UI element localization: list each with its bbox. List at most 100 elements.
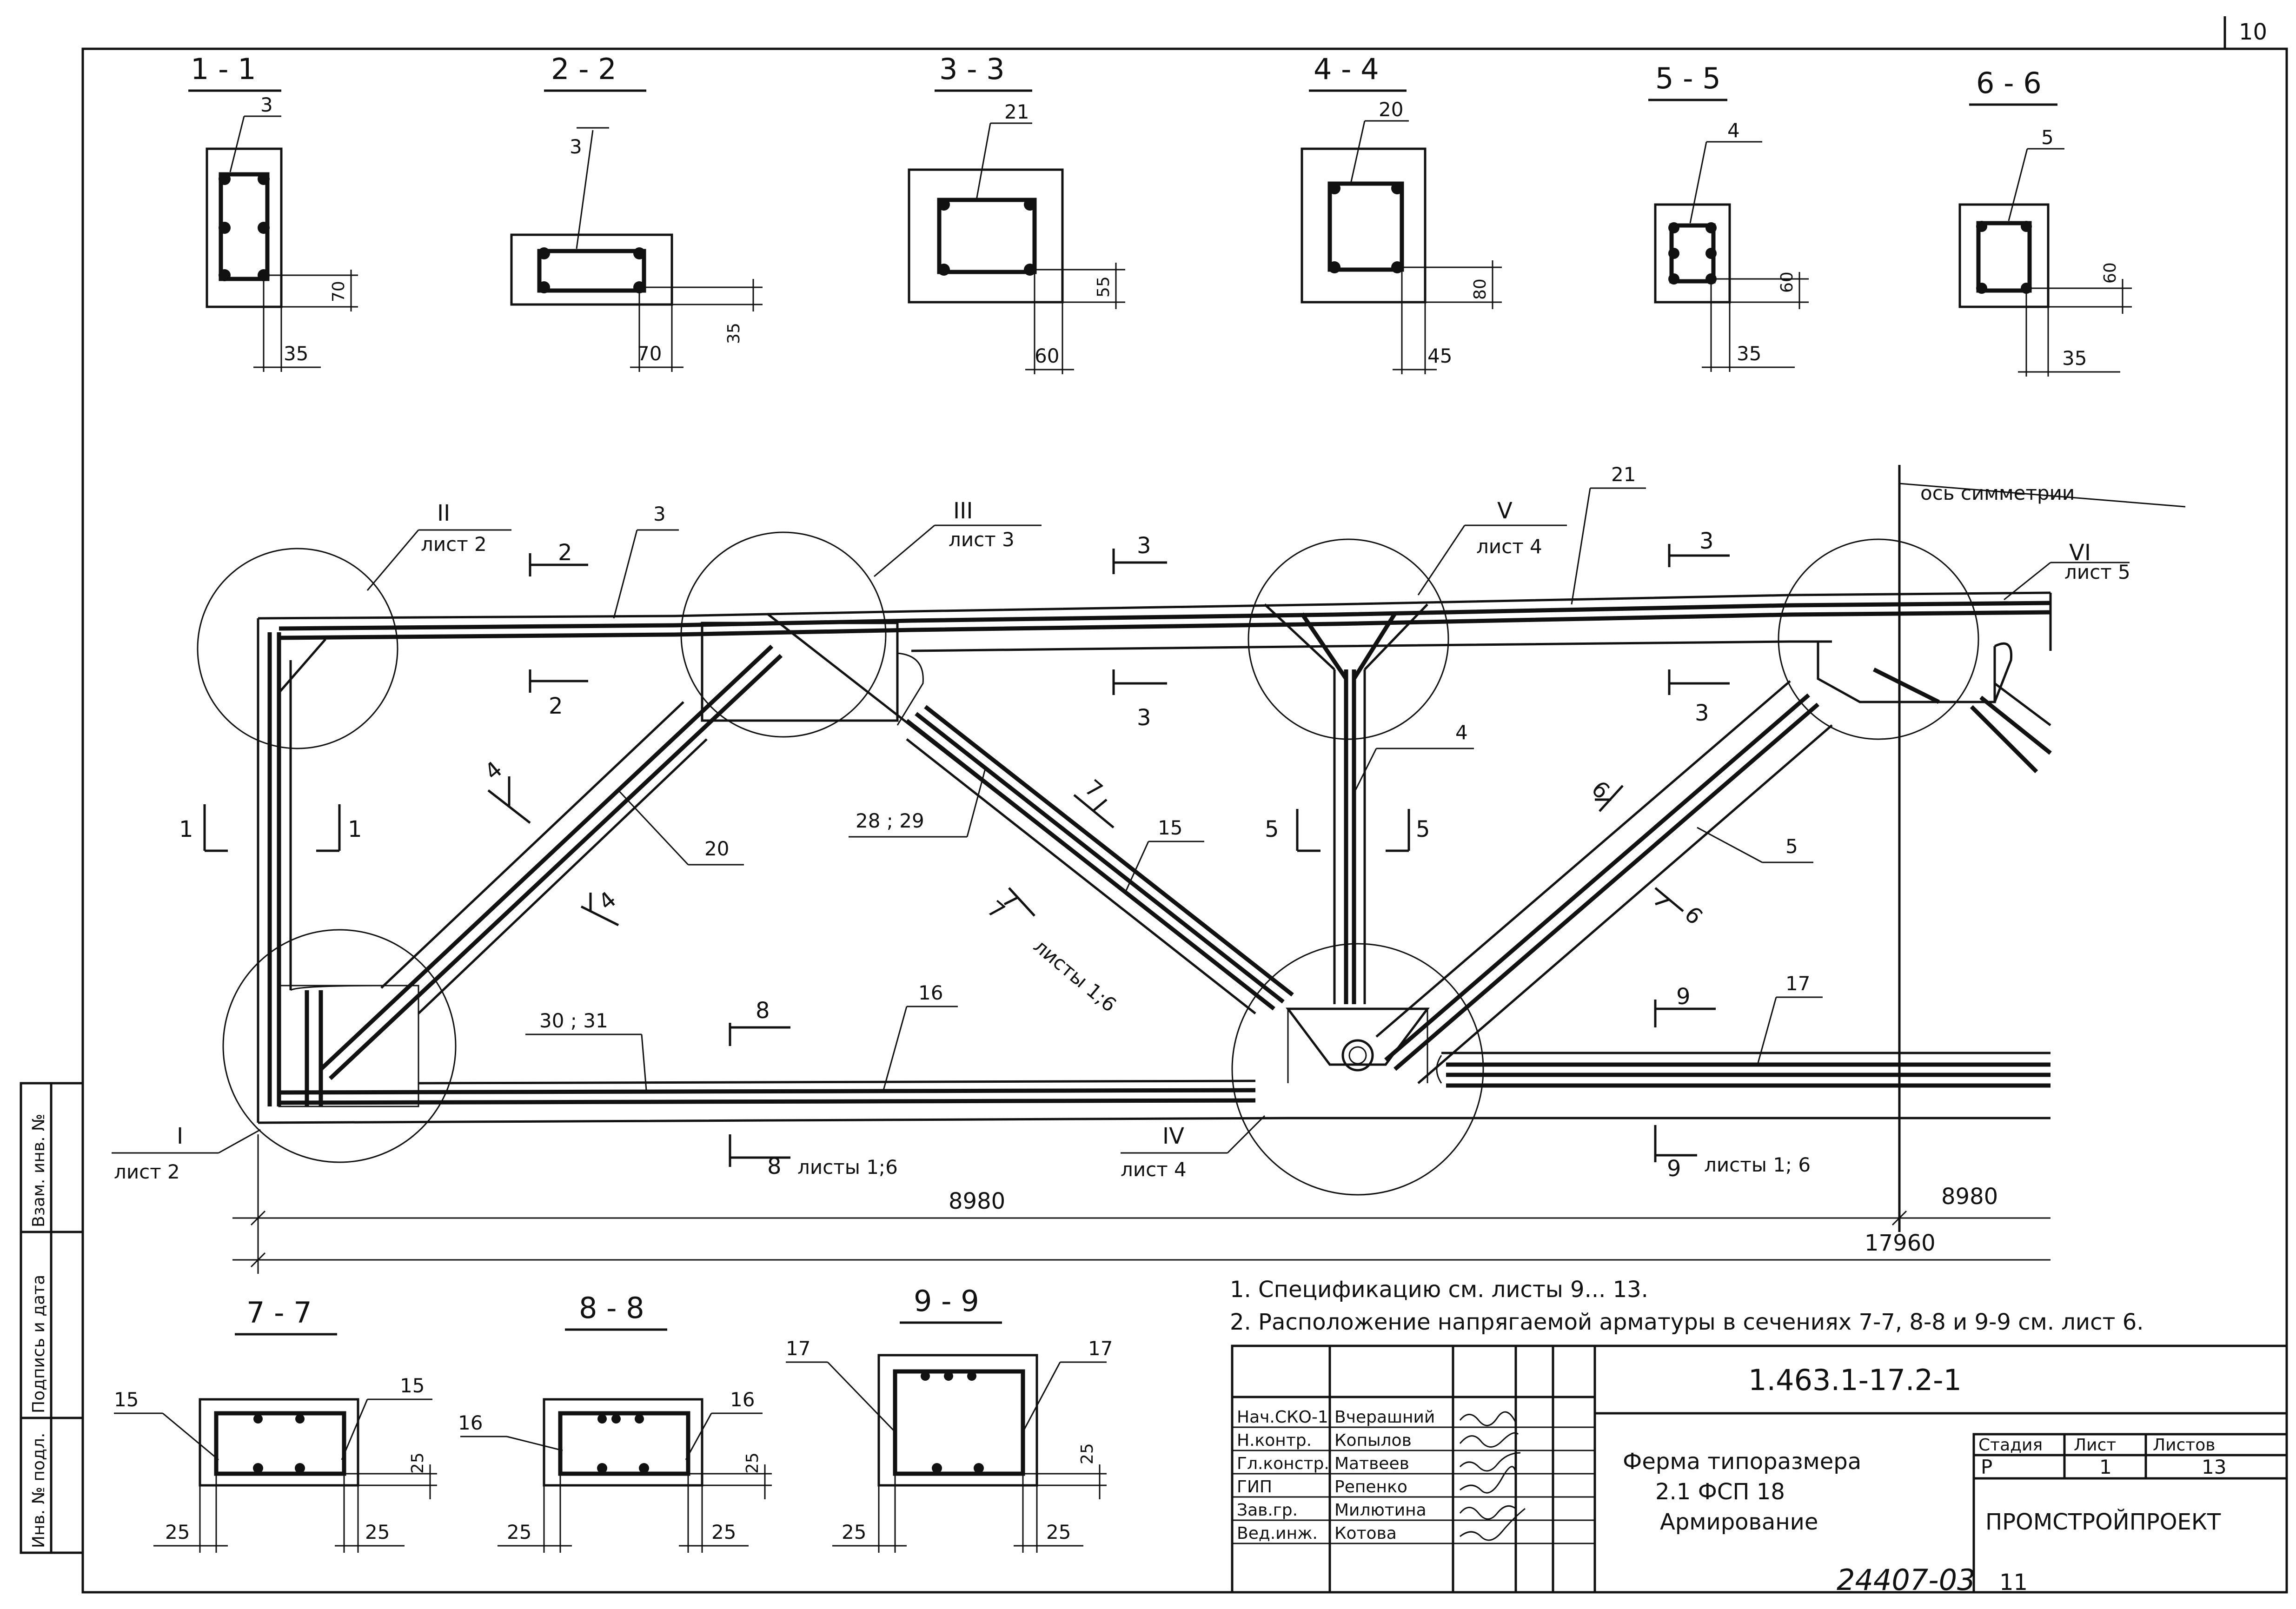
svg-text:16: 16 (918, 981, 943, 1004)
stamp-signature-date: Подпись и дата (29, 1275, 48, 1413)
node-callout-VI: VI лист 5 (2004, 540, 2130, 601)
svg-text:III: III (953, 498, 973, 524)
svg-text:4: 4 (480, 756, 507, 786)
role-3: ГИП (1237, 1477, 1272, 1496)
svg-text:II: II (437, 500, 450, 526)
svg-text:8: 8 (767, 1153, 782, 1179)
doc-code: 1.463.1-17.2-1 (1748, 1363, 1962, 1397)
section-title: 8 - 8 (579, 1291, 644, 1325)
section-title: 2 - 2 (551, 52, 617, 86)
section-3-3: 3 - 3 21 55 60 (908, 52, 1125, 374)
svg-text:6: 6 (1679, 901, 1708, 930)
section-1-1: 1 - 1 3 70 35 (188, 52, 358, 372)
name-0: Вчерашний (1334, 1408, 1435, 1427)
section-title: 9 - 9 (914, 1284, 979, 1318)
dim-right: 25 (1046, 1521, 1071, 1543)
svg-text:3: 3 (653, 503, 666, 525)
node-callout-I: I лист 2 (112, 1123, 261, 1183)
dim-vertical: 25 (408, 1452, 427, 1474)
dim-horizontal: 45 (1427, 344, 1452, 367)
svg-text:7: 7 (1080, 775, 1107, 804)
symmetry-axis-label: ось симметрии (1920, 482, 2075, 504)
svg-text:лист 2: лист 2 (421, 533, 487, 556)
svg-text:листы 1; 6: листы 1; 6 (1704, 1153, 1811, 1176)
section-title: 6 - 6 (1976, 66, 2042, 100)
title-line-1: Ферма типоразмера (1623, 1449, 1861, 1475)
svg-text:2: 2 (549, 693, 563, 719)
note-2: 2. Расположение напрягаемой арматуры в с… (1230, 1309, 2144, 1335)
role-1: Н.контр. (1237, 1431, 1312, 1450)
section-title: 1 - 1 (191, 52, 256, 86)
svg-text:лист 4: лист 4 (1476, 535, 1542, 558)
svg-text:VI: VI (2069, 540, 2091, 566)
dim-right-span: 8980 (1941, 1184, 1998, 1210)
sheet-value: 1 (2099, 1456, 2112, 1478)
dim-left: 25 (842, 1521, 866, 1543)
svg-text:IV: IV (1162, 1123, 1184, 1149)
node-circle-III (680, 531, 887, 738)
rebar-mark-right: 16 (730, 1388, 755, 1411)
svg-text:7: 7 (982, 895, 1009, 925)
sheets-value: 13 (2202, 1456, 2226, 1478)
svg-text:1: 1 (179, 816, 193, 842)
name-1: Копылов (1334, 1431, 1412, 1450)
svg-text:лист 4: лист 4 (1121, 1158, 1187, 1181)
sheet-header: Лист (2074, 1436, 2116, 1455)
node-callout-V: V лист 4 (1417, 498, 1567, 596)
node-callout-II: II лист 2 (366, 500, 511, 591)
section-title: 5 - 5 (1655, 61, 1721, 95)
name-4: Милютина (1334, 1501, 1427, 1520)
note-1: 1. Спецификацию см. листы 9... 13. (1230, 1277, 1648, 1303)
rebar-mark: 3 (260, 93, 273, 116)
dim-vertical: 60 (1778, 271, 1797, 293)
rebar-mark: 20 (1379, 98, 1403, 121)
node-callout-IV: IV лист 4 (1121, 1115, 1266, 1181)
rebar-mark-left: 15 (114, 1388, 139, 1411)
svg-text:3: 3 (1695, 700, 1709, 726)
node-circle-II (197, 548, 398, 749)
svg-text:I: I (177, 1123, 183, 1149)
stamp-inv-original: Инв. № подл. (29, 1433, 48, 1548)
svg-text:9: 9 (1667, 1156, 1681, 1182)
title-line-2: 2.1 ФСП 18 (1655, 1479, 1785, 1505)
section-7-7: 7 - 7 15 15 25 25 25 (114, 1296, 437, 1553)
svg-text:21: 21 (1611, 463, 1636, 486)
svg-text:20: 20 (704, 837, 729, 860)
rebar-mark-right: 15 (400, 1374, 425, 1397)
svg-text:8: 8 (756, 998, 770, 1024)
signatures (1459, 1411, 1526, 1541)
role-2: Гл.констр. (1237, 1454, 1329, 1473)
sheet-frame (81, 47, 2288, 1594)
role-5: Вед.инж. (1237, 1524, 1318, 1543)
dim-vertical: 25 (1078, 1443, 1097, 1464)
svg-text:4: 4 (594, 887, 621, 916)
svg-text:листы 1;6: листы 1;6 (1029, 934, 1121, 1016)
dim-vertical: 60 (2101, 262, 2120, 284)
svg-text:лист 2: лист 2 (114, 1160, 180, 1183)
node-circle-I (222, 929, 457, 1163)
svg-text:2: 2 (558, 540, 572, 566)
svg-text:1: 1 (348, 816, 362, 842)
section-6-6: 6 - 6 5 60 35 (1958, 66, 2132, 377)
sheet-corner-number: 10 (2239, 19, 2267, 45)
span-dimensions: 8980 8980 17960 (232, 1134, 2050, 1274)
organization: ПРОМСТРОЙПРОЕКТ (1985, 1509, 2221, 1535)
dim-horizontal: 35 (2062, 347, 2087, 370)
role-4: Зав.гр. (1237, 1501, 1298, 1520)
section-5-5: 5 - 5 4 60 35 (1648, 61, 1809, 372)
title-block: 1.463.1-17.2-1 Нач.СКО-1 Н.контр. Гл.кон… (1231, 1344, 2288, 1594)
section-title: 7 - 7 (246, 1296, 312, 1330)
stage-value: Р (1981, 1456, 1992, 1478)
truss-elevation: ось симметрии (197, 465, 2186, 1232)
node-circle-VI (1778, 538, 1979, 740)
dim-left-span: 8980 (949, 1188, 1005, 1214)
section-8-8: 8 - 8 16 16 25 25 25 (458, 1291, 772, 1553)
section-2-2: 2 - 2 3 35 70 (510, 52, 763, 372)
svg-text:5: 5 (1785, 835, 1798, 858)
dim-horizontal: 60 (1035, 344, 1059, 367)
section-title: 4 - 4 (1314, 52, 1379, 86)
dim-vertical: 80 (1471, 278, 1490, 300)
stamp-replace-inv: Взам. инв. № (29, 1114, 48, 1227)
dim-horizontal: 70 (637, 342, 662, 365)
